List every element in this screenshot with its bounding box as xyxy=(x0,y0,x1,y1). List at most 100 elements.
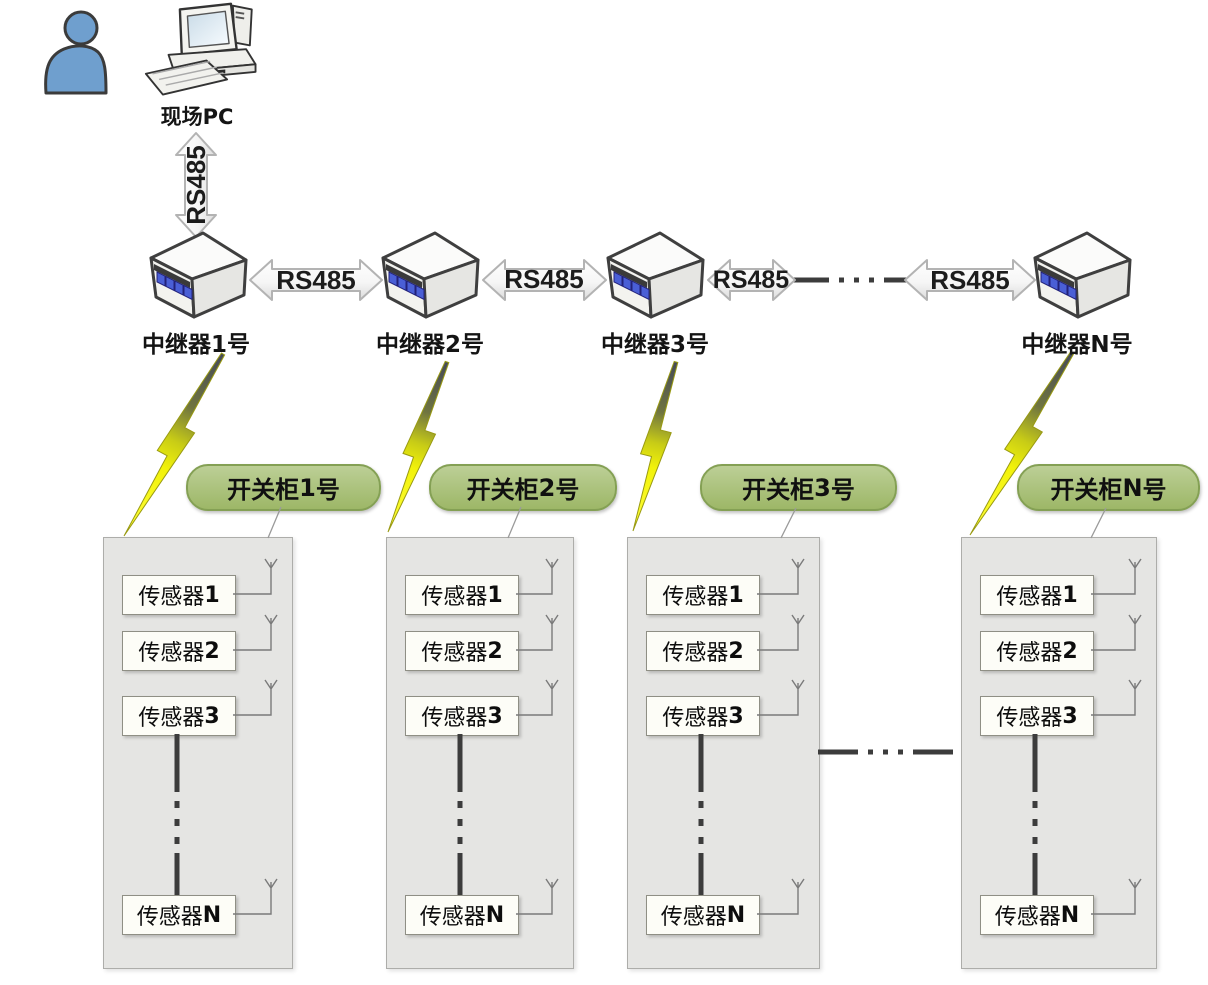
repeater-label-1: 中继器1号 xyxy=(121,325,271,359)
sensor-num: N xyxy=(726,902,746,928)
rs485-arrow-vertical xyxy=(175,132,217,238)
sensor-num: N xyxy=(485,902,505,928)
sensor-label: 传感器 xyxy=(996,706,1063,731)
cabinet-oval-suffix: 号 xyxy=(555,475,580,504)
sensor-num: 3 xyxy=(204,703,220,729)
repeater-label-num: 2 xyxy=(444,332,461,358)
sensor-label: 传感器 xyxy=(660,905,727,930)
repeater-label-suffix: 号 xyxy=(1109,331,1133,358)
repeater-label-text: 中继器 xyxy=(375,331,445,358)
sensor-label: 传感器 xyxy=(996,641,1063,666)
sensor-num: 1 xyxy=(1062,582,1078,608)
pc-label: 现场PC xyxy=(126,101,268,131)
sensor-label: 传感器 xyxy=(994,905,1061,930)
repeater-label-num: 1 xyxy=(210,332,227,358)
rs485-label: RS485 xyxy=(713,266,790,294)
repeater-label-3: 中继器3号 xyxy=(580,325,730,359)
sensor-label: 传感器 xyxy=(136,905,203,930)
repeater-label-text: 中继器 xyxy=(600,331,670,358)
sensor-label: 传感器 xyxy=(421,706,488,731)
cabinet-oval-text: 开关柜 xyxy=(466,475,539,504)
cabinet-oval-num: 1 xyxy=(299,473,316,502)
cabinet-oval-text: 开关柜 xyxy=(227,475,300,504)
pc-label-cn: 现场 xyxy=(160,104,203,129)
oval-connector-line xyxy=(267,506,282,539)
rs485-arrow xyxy=(249,259,383,301)
cabinet-oval-num: N xyxy=(1122,473,1143,502)
repeater-label-text: 中继器 xyxy=(1021,331,1091,358)
cabinet-oval-suffix: 号 xyxy=(315,475,340,504)
repeater-label-2: 中继器2号 xyxy=(355,325,505,359)
repeater-label-n: 中继器N号 xyxy=(1002,325,1152,359)
cabinet-oval-text: 开关柜 xyxy=(1050,475,1123,504)
pc-label-en: PC xyxy=(202,105,234,129)
oval-connector-line xyxy=(1090,507,1107,539)
repeater-device-icon xyxy=(381,231,480,319)
sensor-num: 1 xyxy=(487,582,503,608)
sensor-label: 传感器 xyxy=(138,585,205,610)
cabinet-oval-num: 3 xyxy=(814,473,831,502)
repeater-label-suffix: 号 xyxy=(227,331,250,358)
sensor-num: 2 xyxy=(728,638,744,664)
sensor-label: 传感器 xyxy=(662,706,729,731)
oval-connector-line xyxy=(780,507,797,539)
repeater-label-suffix: 号 xyxy=(686,331,709,358)
sensor-num: 2 xyxy=(204,638,220,664)
rs485-label: RS485 xyxy=(181,145,211,225)
rs485-arrow xyxy=(482,259,607,301)
sensor-label: 传感器 xyxy=(662,585,729,610)
sensor-label: 传感器 xyxy=(138,641,205,666)
rs485-label: RS485 xyxy=(504,264,584,294)
rs485-arrow xyxy=(707,259,796,301)
sensor-num: N xyxy=(202,902,222,928)
repeater-device-icon xyxy=(149,231,248,319)
cabinet-oval-suffix: 号 xyxy=(830,475,855,504)
sensor-num: 2 xyxy=(487,638,503,664)
sensor-num: N xyxy=(1060,902,1080,928)
cabinet-oval-suffix: 号 xyxy=(1142,475,1167,504)
repeater-label-num: N xyxy=(1090,332,1110,358)
sensor-label: 传感器 xyxy=(421,641,488,666)
sensor-label: 传感器 xyxy=(419,905,486,930)
rs485-label: RS485 xyxy=(930,265,1010,295)
repeater-label-suffix: 号 xyxy=(461,331,484,358)
sensor-label: 传感器 xyxy=(138,706,205,731)
repeater-label-text: 中继器 xyxy=(141,331,211,358)
oval-connector-line xyxy=(507,506,522,539)
sensor-num: 3 xyxy=(487,703,503,729)
sensor-num: 1 xyxy=(204,582,220,608)
repeater-label-num: 3 xyxy=(669,332,686,358)
sensor-label: 传感器 xyxy=(996,585,1063,610)
sensor-label: 传感器 xyxy=(421,585,488,610)
sensor-num: 1 xyxy=(728,582,744,608)
rs485-label: RS485 xyxy=(276,265,356,295)
lightning-bolt-icon xyxy=(632,360,679,532)
repeater-device-icon xyxy=(1033,231,1132,319)
sensor-num: 2 xyxy=(1062,638,1078,664)
desktop-pc-icon xyxy=(144,2,257,96)
sensor-num: 3 xyxy=(728,703,744,729)
repeater-device-icon xyxy=(606,231,705,319)
